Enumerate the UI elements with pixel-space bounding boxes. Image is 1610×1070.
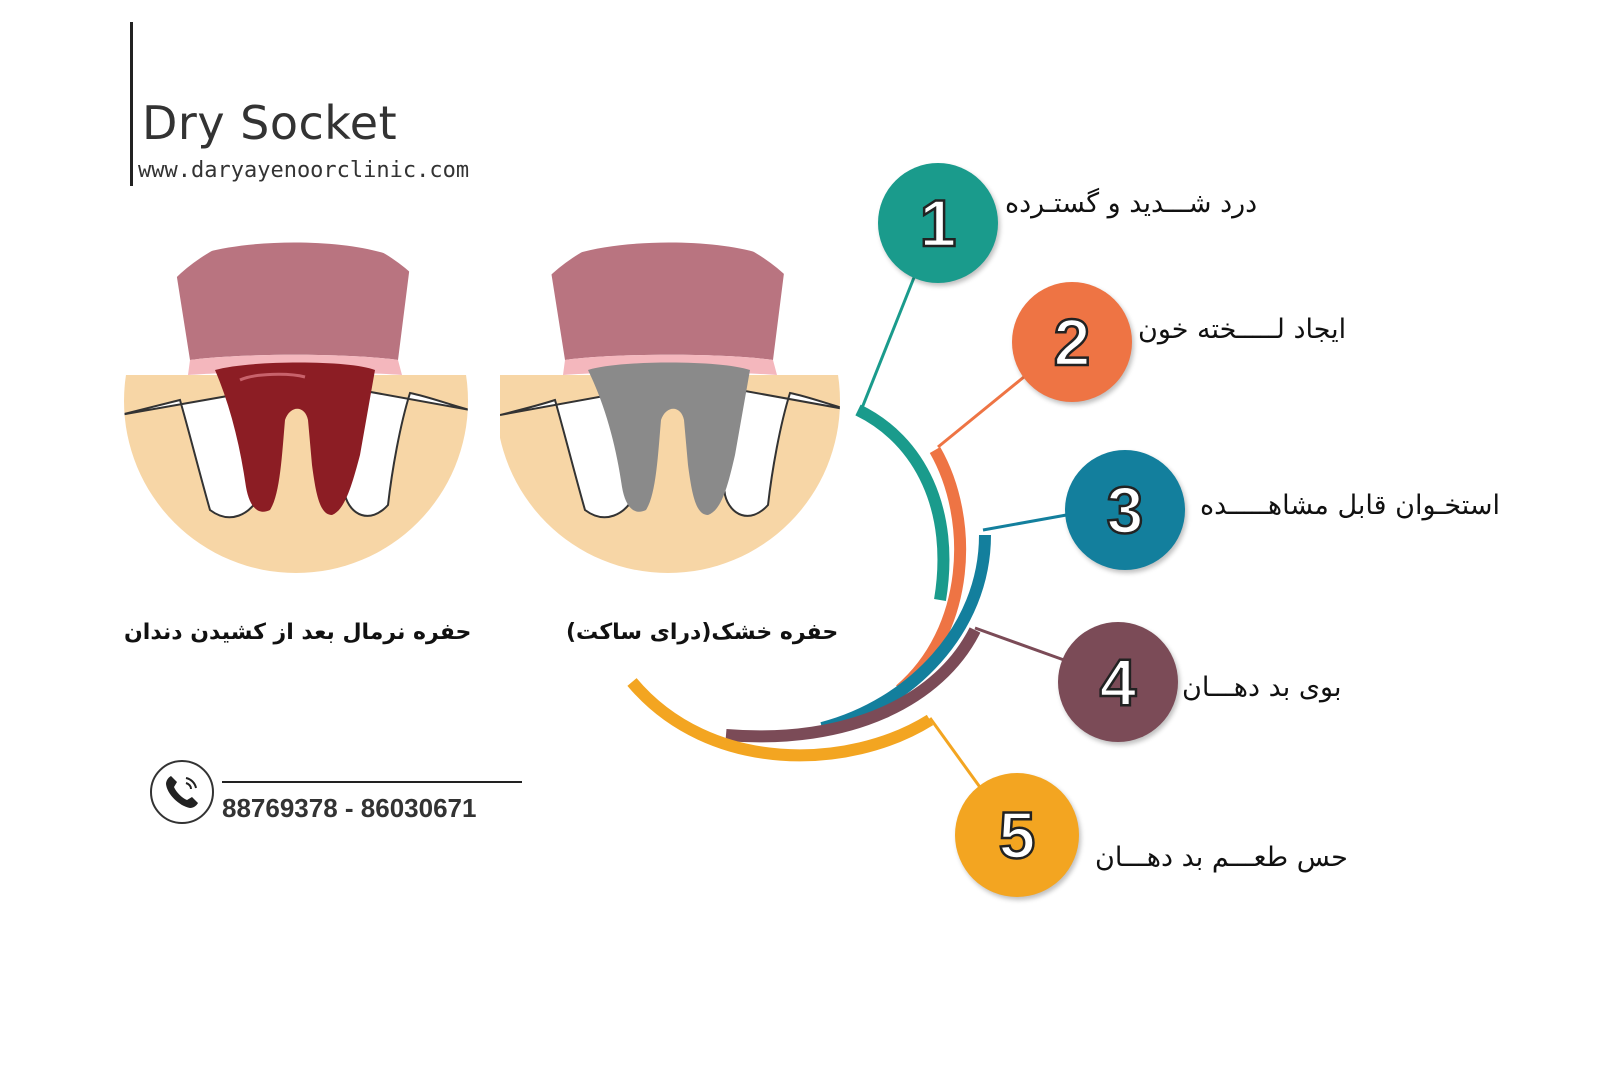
symptom-circle-4: 4 <box>1058 622 1178 742</box>
phone-underline <box>222 781 522 783</box>
connector-4 <box>974 626 1065 662</box>
connector-5 <box>928 717 984 791</box>
symptom-circle-1: 1 <box>878 163 998 283</box>
normal-socket-illustration <box>120 225 470 585</box>
symptom-label-1: درد شـــدید و گستـرده <box>1005 188 1258 219</box>
normal-socket-caption: حفره نرمال بعد از کشیدن دندان <box>124 620 472 645</box>
symptom-label-3: استخـوان قابل مشاهـــــده <box>1200 490 1501 521</box>
connector-2 <box>937 370 1031 449</box>
connector-1 <box>860 274 917 409</box>
symptom-label-2: ایجاد لـــــخته خون <box>1138 314 1347 345</box>
symptom-circle-5: 5 <box>955 773 1079 897</box>
phone-number: 88769378 - 86030671 <box>222 793 477 823</box>
website-url: www.daryayenoorclinic.com <box>138 158 470 183</box>
page-title: Dry Socket <box>142 96 398 150</box>
header-divider-line <box>130 22 133 186</box>
symptom-circle-3: 3 <box>1065 450 1185 570</box>
phone-badge <box>150 760 214 824</box>
connector-3 <box>982 512 1073 532</box>
arc-3 <box>820 534 991 734</box>
arc-4 <box>725 627 981 743</box>
arc-1 <box>855 404 950 601</box>
symptom-circle-2: 2 <box>1012 282 1132 402</box>
symptom-label-5: حس طعـــم بد دهـــان <box>1095 842 1348 873</box>
symptom-label-4: بوی بد دهـــان <box>1182 672 1342 703</box>
arc-5 <box>627 678 934 762</box>
dry-socket-caption: حفره خشک(درای ساکت) <box>566 620 839 645</box>
dry-socket-illustration <box>500 225 850 585</box>
phone-icon <box>166 776 198 808</box>
